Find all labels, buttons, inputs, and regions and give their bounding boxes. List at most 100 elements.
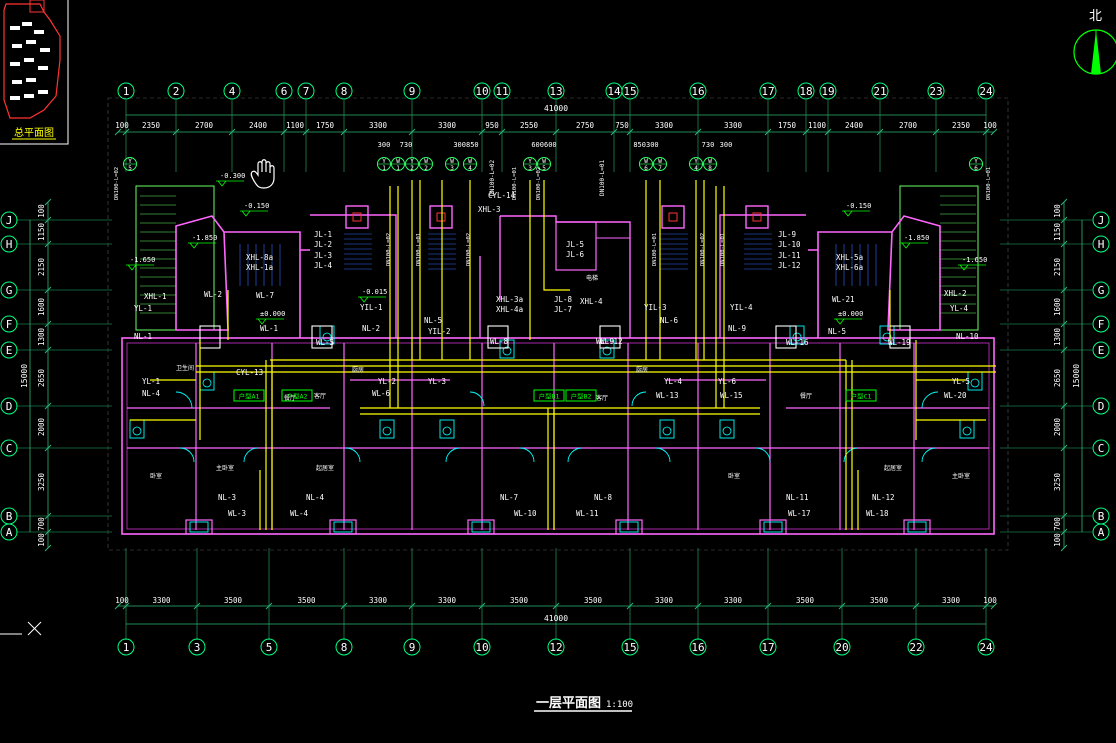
- dim-label: 700: [1053, 517, 1062, 531]
- grid-label-bottom: 22: [909, 641, 922, 654]
- pipe-label: JL-4: [314, 261, 333, 270]
- dim-label: 3300: [369, 596, 388, 605]
- pipe-label: JL-5: [566, 240, 584, 249]
- keyplan-building: [10, 62, 20, 66]
- grid-label-bottom: 8: [341, 641, 348, 654]
- drawing-title-block: 一层平面图 1:100: [534, 696, 633, 712]
- grid-label-bottom: 17: [761, 641, 774, 654]
- fixture-box: [599, 325, 621, 349]
- riser-tag-b: 6: [644, 165, 648, 172]
- grid-bubble-top: [223, 82, 241, 100]
- pipe-label: WL-9: [596, 337, 614, 346]
- riser-tag-a: W: [468, 158, 472, 165]
- pipe-label: NL-3: [218, 493, 236, 502]
- pipe-label-vertical: DN100-L=02: [386, 233, 392, 266]
- grid-bubble-top: [819, 82, 837, 100]
- pipe-label: WL-18: [866, 509, 889, 518]
- dim-label: 1150: [1053, 222, 1062, 241]
- pipe-label: CYL-13: [236, 368, 263, 377]
- fixture: [659, 419, 675, 439]
- dim-label: 3300: [438, 596, 457, 605]
- keyplan-building: [24, 94, 34, 98]
- key-plan: 总平面图: [0, 0, 69, 145]
- grid-bubble-bottom: [403, 638, 421, 656]
- pipe-label: NL-10: [956, 332, 979, 341]
- grid-bubble-left: [0, 315, 18, 333]
- dim-label: 2700: [899, 121, 918, 130]
- pipe-label: WL-7: [256, 291, 274, 300]
- grid-bubble-bottom: [260, 638, 278, 656]
- pipe-label: NL-8: [594, 493, 613, 502]
- pipe-labels: CYL-14XHL-3JL-1JL-2JL-3JL-4XHL-8aXHL-1aJ…: [114, 159, 992, 518]
- grid-bubble-right: [1092, 397, 1110, 415]
- riser-tag-b: 8: [708, 165, 712, 172]
- pipe-label: NL-5: [424, 316, 442, 325]
- grid-label-bottom: 3: [194, 641, 201, 654]
- unit-tag: 户型C1: [851, 392, 872, 401]
- unit-tag: 户型B1: [539, 392, 560, 401]
- pipe-label: XHL-5a: [836, 253, 863, 262]
- shaft: [429, 205, 453, 229]
- riser-tag-b: 1: [396, 165, 400, 172]
- unit-tag-box: [565, 389, 597, 402]
- hand-pan-icon[interactable]: [250, 159, 275, 189]
- grid-bubble-left: [0, 281, 18, 299]
- grid-label-left: C: [6, 442, 13, 455]
- fixture: [499, 339, 515, 359]
- crosshair-icon: [0, 621, 42, 636]
- grid-bubble-left: [0, 523, 18, 541]
- pipe-label: XHL-3: [478, 205, 501, 214]
- pipe-label: XHL-2: [944, 289, 967, 298]
- riser-tag-a: W: [708, 158, 712, 165]
- pipe-label: JL-8: [554, 295, 573, 304]
- grid-bubble-top: [621, 82, 639, 100]
- room-label: 起居室: [884, 464, 902, 472]
- pipe-label: WL-20: [944, 391, 967, 400]
- pipe-label: CYL-14: [488, 191, 516, 200]
- grid-bubble-top: [275, 82, 293, 100]
- keyplan-building: [26, 78, 36, 82]
- grid-bubble-bottom: [335, 638, 353, 656]
- grid-label-bottom: 15: [623, 641, 636, 654]
- dim-label: 2400: [845, 121, 864, 130]
- balcony-drain: [189, 521, 209, 533]
- pipe-label-vertical: DN100-L=02: [700, 233, 706, 266]
- water-pipes: [130, 180, 996, 530]
- fixture-box: [775, 325, 797, 349]
- room-label: 餐厅: [284, 394, 296, 402]
- grid-label-left: D: [6, 400, 13, 413]
- grid-label-top: 14: [607, 85, 621, 98]
- grid-bubble-bottom: [689, 638, 707, 656]
- pipe-label: XHL-1a: [246, 263, 273, 272]
- grid-label-right: E: [1098, 344, 1105, 357]
- grid-label-top: 15: [623, 85, 636, 98]
- grid-bubble-bottom: [117, 638, 135, 656]
- grid-label-top: 4: [229, 85, 236, 98]
- pipe-label: WL-16: [786, 338, 809, 347]
- pipe-label: YL-1: [142, 377, 160, 386]
- grid-label-right: G: [1098, 284, 1105, 297]
- dim-label: 1750: [316, 121, 335, 130]
- elevation-marks: -0.300-0.150-1.850-1.650±0.000-0.015±0.0…: [126, 172, 987, 325]
- pipe-label: NL-2: [362, 324, 380, 333]
- dim-label: 3500: [584, 596, 603, 605]
- small-dim: 300850: [453, 141, 478, 149]
- room-label: 客厅: [596, 394, 608, 402]
- pipe-label: YL-3: [428, 377, 446, 386]
- keyplan-building: [22, 22, 32, 26]
- grid-label-top: 9: [409, 85, 416, 98]
- pipe-label: XHL-6a: [836, 263, 863, 272]
- grid-bubble-top: [797, 82, 815, 100]
- grid-bubble-top: [759, 82, 777, 100]
- grid-bubble-top: [689, 82, 707, 100]
- pipe-label: YIL-2: [428, 327, 451, 336]
- room-label: 主卧室: [216, 464, 234, 472]
- keyplan-building: [26, 40, 36, 44]
- dim-label: 1600: [37, 297, 46, 316]
- dim-label: 3500: [870, 596, 889, 605]
- grid-bubble-bottom: [547, 638, 565, 656]
- keyplan-building: [38, 90, 48, 94]
- riser-tag-b: 5: [542, 165, 546, 172]
